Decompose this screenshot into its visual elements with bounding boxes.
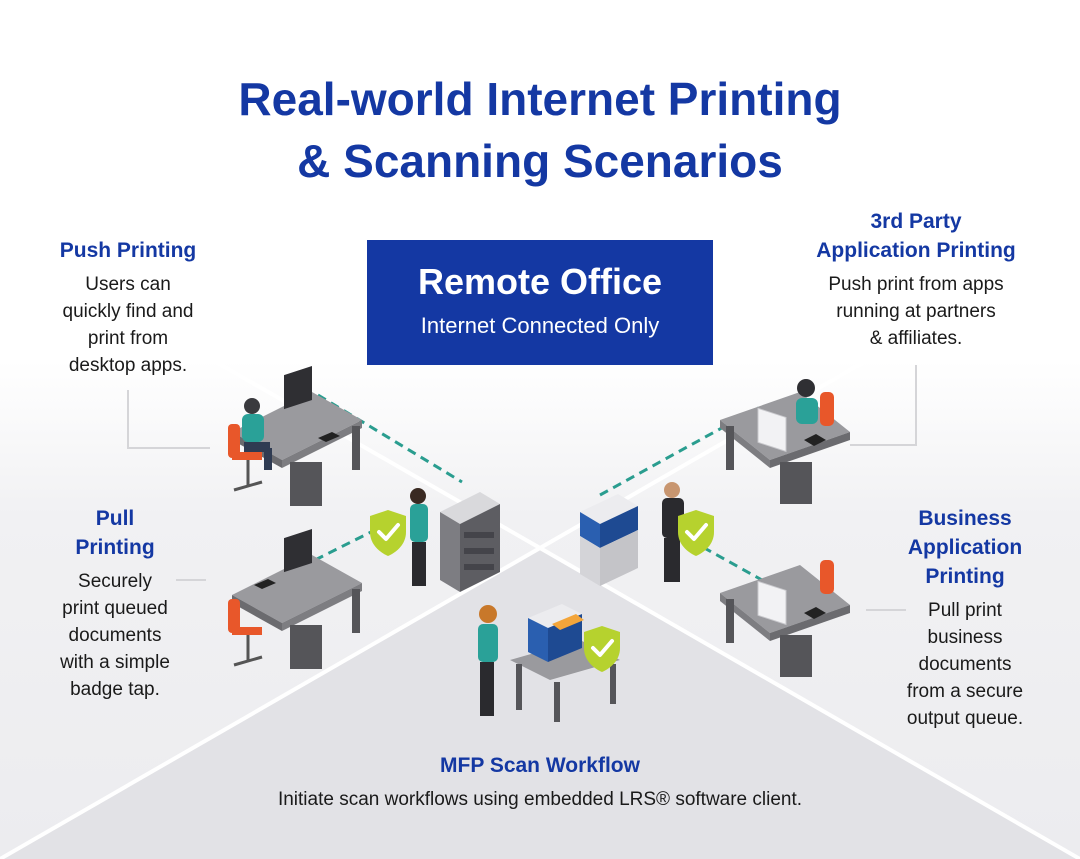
third-party-desc: Push print from apps running at partners…: [786, 271, 1046, 352]
desc-line: with a simple: [60, 652, 170, 673]
pull-printing-desc: Securely print queued documents with a s…: [30, 568, 200, 703]
shield-check-icon: [584, 626, 620, 672]
mfp-printer-icon: [528, 604, 584, 662]
connector-push: [317, 393, 463, 484]
desc-line: Push print from apps: [828, 274, 1004, 295]
pull-printing-block: Pull Printing Securely print queued docu…: [30, 504, 200, 703]
heading-line: Application Printing: [816, 239, 1016, 262]
connector-business: [689, 538, 763, 582]
desc-line: badge tap.: [70, 679, 160, 700]
person-icon: [242, 398, 272, 470]
desk-computer-icon: [232, 529, 362, 669]
business-printing-desc: Pull print business documents from a sec…: [875, 597, 1055, 732]
desc-line: documents: [918, 654, 1012, 675]
desc-line: print from: [87, 328, 169, 349]
person-icon: [478, 605, 498, 716]
chair-icon: [228, 424, 263, 492]
desc-line: from a secure: [906, 681, 1024, 702]
remote-office-title: Remote Office: [417, 261, 663, 302]
remote-office-box: Remote Office Internet Connected Only: [367, 240, 713, 365]
desk-computer-icon: [720, 565, 850, 677]
pull-printing-heading: Pull Printing: [30, 504, 200, 562]
scan-workflow-heading: MFP Scan Workflow: [440, 754, 640, 777]
desc-line: desktop apps.: [68, 355, 188, 376]
desc-line: output queue.: [906, 708, 1024, 729]
shield-check-icon: [370, 510, 406, 556]
desc-line: quickly find and: [62, 301, 194, 322]
scan-workflow-block: MFP Scan Workflow Initiate scan workflow…: [140, 751, 940, 813]
desc-line: print queued: [62, 598, 168, 619]
push-printing-block: Push Printing Users can quickly find and…: [28, 236, 228, 379]
scan-workflow-desc: Initiate scan workflows using embedded L…: [277, 789, 803, 810]
desc-line: documents: [68, 625, 162, 646]
desc-line: Pull print: [928, 600, 1002, 621]
heading-line: 3rd Party: [870, 210, 962, 233]
mfp-printer-icon: [580, 494, 638, 586]
business-printing-heading: Business Application Printing: [875, 504, 1055, 591]
heading-line: Printing: [75, 536, 155, 559]
desc-line: business: [927, 627, 1003, 648]
chair-icon: [820, 560, 834, 594]
desc-line: Securely: [78, 571, 152, 592]
shield-check-icon: [678, 510, 714, 556]
third-party-printing-block: 3rd Party Application Printing Push prin…: [786, 207, 1046, 352]
business-printing-block: Business Application Printing Pull print…: [875, 504, 1055, 732]
desc-line: running at partners: [836, 301, 996, 322]
push-printing-heading: Push Printing: [59, 239, 197, 262]
title-line-2: & Scanning Scenarios: [297, 135, 783, 187]
heading-line: Printing: [925, 565, 1005, 588]
heading-line: Business: [918, 507, 1012, 530]
floor-line-left: [0, 236, 541, 550]
mfp-printer-icon: [440, 492, 500, 592]
remote-office-subtitle: Internet Connected Only: [420, 313, 660, 338]
push-callout-line: [127, 390, 210, 449]
desc-line: & affiliates.: [869, 328, 963, 349]
connector-pull: [314, 528, 376, 562]
floor-bottom-triangle: [0, 548, 1080, 859]
heading-line: Pull: [95, 507, 135, 530]
person-icon: [796, 379, 818, 424]
push-printing-desc: Users can quickly find and print from de…: [28, 271, 228, 379]
desc-line: Users can: [85, 274, 171, 295]
third-party-heading: 3rd Party Application Printing: [786, 207, 1046, 265]
heading-line: Application: [907, 536, 1023, 559]
chair-icon: [820, 392, 834, 426]
person-icon: [410, 488, 428, 586]
title-line-1: Real-world Internet Printing: [238, 73, 842, 125]
page-title: Real-world Internet Printing & Scanning …: [0, 68, 1080, 192]
chair-icon: [228, 599, 263, 667]
thirdparty-callout-line: [850, 365, 917, 446]
